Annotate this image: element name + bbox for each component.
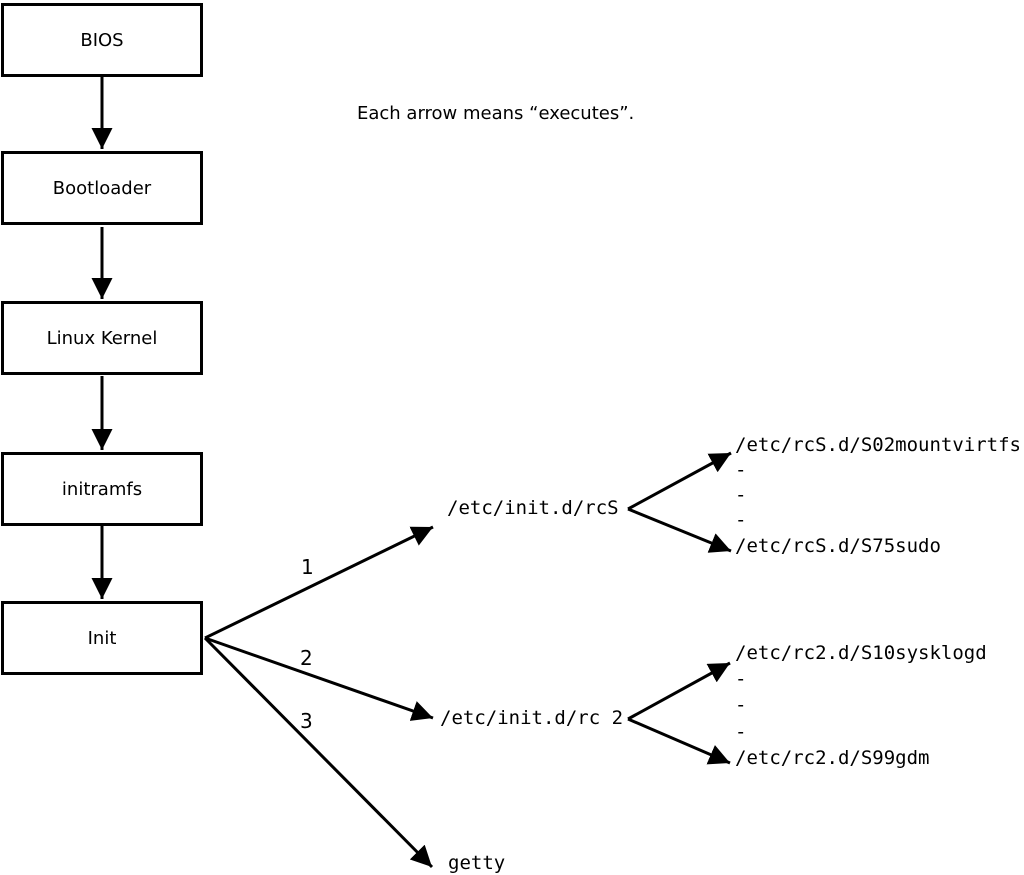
arrow-rc2-to-S10sysklogd <box>627 661 731 721</box>
node-rcS-child-s02mountvirtfs: /etc/rcS.d/S02mountvirtfs <box>735 434 1021 456</box>
node-rc2-script: /etc/init.d/rc 2 <box>440 707 624 729</box>
rcS-ellipsis-dash: - <box>735 509 747 531</box>
node-rc2-child-s10sysklogd: /etc/rc2.d/S10sysklogd <box>735 642 987 664</box>
legend-note: Each arrow means “executes”. <box>357 103 635 124</box>
node-rcS-child-s75sudo: /etc/rcS.d/S75sudo <box>735 535 941 557</box>
rcS-ellipsis-dash: - <box>735 484 747 506</box>
node-linux-kernel-label: Linux Kernel <box>46 327 158 349</box>
node-rcS-script: /etc/init.d/rcS <box>447 497 619 519</box>
arrow-init-to-rcS <box>204 525 434 640</box>
rc2-ellipsis-dash: - <box>735 668 747 690</box>
node-bios: BIOS <box>1 3 203 77</box>
node-init-label: Init <box>87 627 117 649</box>
node-bios-label: BIOS <box>80 29 124 51</box>
rc2-ellipsis-dash: - <box>735 721 747 743</box>
branch-number-2: 2 <box>300 646 313 670</box>
node-bootloader: Bootloader <box>1 151 203 225</box>
node-rc2-child-s99gdm: /etc/rc2.d/S99gdm <box>735 747 930 769</box>
rcS-ellipsis-dash: - <box>735 459 747 481</box>
arrow-rcS-to-S02mountvirtfs <box>627 451 732 511</box>
node-initramfs: initramfs <box>1 452 203 526</box>
node-bootloader-label: Bootloader <box>52 177 152 199</box>
node-init: Init <box>1 601 203 675</box>
branch-number-3: 3 <box>300 709 313 733</box>
node-linux-kernel: Linux Kernel <box>1 301 203 375</box>
node-getty: getty <box>448 852 506 874</box>
arrow-rcS-to-S75sudo <box>627 507 732 553</box>
arrow-init-to-rc2 <box>204 636 434 721</box>
node-initramfs-label: initramfs <box>61 478 143 500</box>
branch-number-1: 1 <box>301 555 314 579</box>
arrow-rc2-to-S99gdm <box>627 717 731 765</box>
arrow-init-to-getty <box>203 636 434 869</box>
rc2-ellipsis-dash: - <box>735 694 747 716</box>
